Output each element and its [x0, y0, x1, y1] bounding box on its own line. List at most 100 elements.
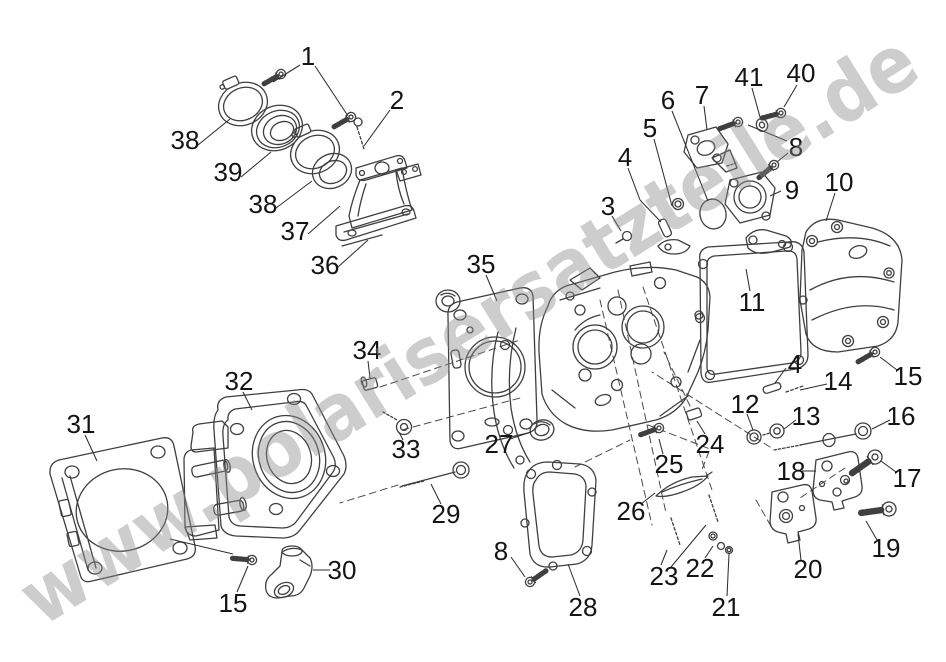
leader-line-1 — [272, 64, 301, 83]
callout-20: 20 — [794, 554, 823, 584]
callout-26: 26 — [617, 496, 646, 526]
callout-24: 24 — [696, 429, 725, 459]
leader-line-21 — [726, 553, 730, 597]
o-ring-art — [699, 198, 727, 230]
rocker-bracket-20-art — [769, 483, 817, 544]
leader-line-36 — [337, 239, 369, 268]
thermostat-flange-art — [724, 171, 776, 224]
threaded-plug-art — [382, 411, 413, 436]
leader-line-40 — [783, 84, 798, 108]
callout-33: 33 — [392, 434, 421, 464]
cover-screw-bottom-art — [524, 567, 549, 589]
callout-3: 3 — [601, 191, 615, 221]
callout-39: 39 — [214, 157, 243, 187]
callout-4: 4 — [788, 349, 802, 379]
callout-29: 29 — [432, 499, 461, 529]
leader-line-39 — [240, 151, 272, 178]
bolt-19-art — [858, 501, 897, 520]
callout-15: 15 — [219, 588, 248, 618]
callout-11: 11 — [739, 287, 766, 317]
valve-cover-art — [799, 218, 903, 353]
leader-lines-layer — [84, 64, 898, 597]
callout-34: 34 — [353, 335, 382, 365]
leader-line-12 — [746, 413, 754, 431]
leader-line-26 — [640, 492, 656, 505]
leader-line-8 — [776, 152, 789, 163]
callout-17: 17 — [893, 463, 922, 493]
callout-18: 18 — [777, 456, 806, 486]
leader-line-15 — [236, 565, 249, 593]
callout-32: 32 — [225, 366, 254, 396]
leader-line-8 — [747, 124, 788, 142]
leader-line-8 — [510, 556, 526, 578]
leader-line-17 — [880, 460, 897, 473]
callout-38: 38 — [171, 125, 200, 155]
callout-37: 37 — [281, 216, 310, 246]
screw-25-art — [639, 422, 665, 439]
base-gasket-art — [49, 437, 196, 583]
rocker-bracket-18-art — [812, 450, 863, 511]
leader-line-4 — [639, 199, 662, 223]
callout-23: 23 — [650, 561, 679, 591]
leader-line-15 — [169, 538, 234, 555]
callout-10: 10 — [825, 167, 854, 197]
leader-line-35 — [485, 274, 498, 302]
callout-19: 19 — [872, 533, 901, 563]
callout-4: 4 — [618, 142, 632, 172]
callout-35: 35 — [467, 249, 496, 279]
callout-1: 1 — [301, 41, 315, 71]
leader-line-31 — [84, 434, 98, 462]
callout-27: 27 — [485, 429, 514, 459]
long-bolt-29-art — [399, 461, 470, 488]
callout-5: 5 — [643, 113, 657, 143]
callout-8: 8 — [494, 536, 508, 566]
leader-line-23 — [670, 524, 707, 568]
cylinder-screw-art — [232, 554, 257, 565]
cam-seal-art — [529, 419, 555, 441]
leader-line-33 — [398, 431, 404, 441]
ring-12-art — [746, 429, 762, 445]
cam-plate-26-art — [655, 471, 713, 498]
callout-6: 6 — [661, 85, 675, 115]
leader-line-41 — [751, 87, 761, 118]
leader-line-22 — [704, 545, 714, 559]
valve-springs-art — [670, 494, 719, 546]
callout-15: 15 — [894, 361, 923, 391]
callout-28: 28 — [569, 592, 598, 622]
intake-screws-art — [261, 68, 365, 150]
elbow-pipe-art — [264, 545, 313, 599]
leader-line-32 — [242, 391, 253, 411]
leader-line-4 — [627, 167, 641, 201]
leader-line-19 — [865, 520, 878, 541]
leader-line-34 — [367, 360, 371, 379]
valve-keepers-art — [708, 531, 734, 555]
leader-line-14 — [799, 383, 828, 391]
leader-line-25 — [658, 438, 664, 455]
leader-line-3 — [611, 215, 622, 232]
leader-line-16 — [871, 419, 891, 430]
outlet-fitting-art — [683, 126, 738, 173]
callout-2: 2 — [390, 85, 404, 115]
callout-22: 22 — [686, 553, 715, 583]
callout-31: 31 — [67, 409, 96, 439]
spring-14-art — [785, 385, 804, 393]
callout-12: 12 — [731, 389, 760, 419]
callout-41: 41 — [735, 62, 764, 92]
bolt-13-art — [762, 423, 785, 439]
valve-cover-gasket-art — [694, 241, 809, 383]
callout-21: 21 — [712, 592, 741, 622]
callout-36: 36 — [311, 250, 340, 280]
callout-40: 40 — [787, 58, 816, 88]
leader-line-5 — [653, 138, 673, 207]
leader-line-4 — [774, 367, 787, 384]
leader-line-6 — [671, 110, 709, 202]
bush-24-art — [685, 407, 703, 421]
leader-line-1 — [314, 65, 349, 117]
nut-art — [671, 197, 685, 211]
stud-4b-art — [762, 382, 782, 394]
intake-manifold-art — [311, 152, 422, 247]
leader-line-27 — [509, 431, 532, 440]
cylinder-head-art — [538, 261, 711, 432]
leader-line-20 — [797, 533, 802, 561]
